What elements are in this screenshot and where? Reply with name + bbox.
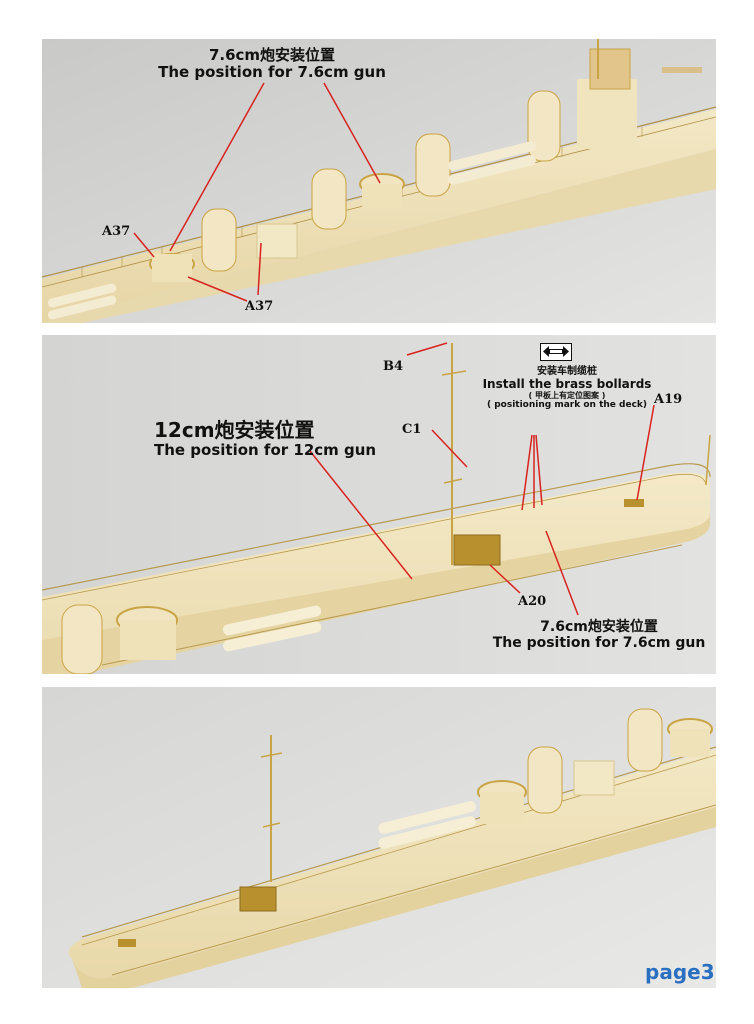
bollards-label-cn: 安装车制缆桩 xyxy=(537,366,597,377)
gun-76-label-en: The position for 7.6cm gun xyxy=(158,63,386,82)
gun-76-label-cn: 7.6cm炮安装位置 xyxy=(208,46,336,64)
bollards-note-en: ( positioning mark on the deck) xyxy=(486,400,648,411)
photo-panel-bottom xyxy=(42,687,716,988)
gun-12-label-en: The position for 12cm gun xyxy=(154,441,377,459)
bollards-note-cn: ( 甲板上有定位图案 ) xyxy=(528,391,606,401)
double-arrow-icon xyxy=(540,343,572,361)
bollards-label-en: Install the brass bollards xyxy=(482,376,652,391)
brass-bollards-label: 安装车制缆桩 Install the brass bollards ( 甲板上有… xyxy=(462,366,672,411)
gun-76-position-label: 7.6cm炮安装位置 The position for 7.6cm gun xyxy=(102,46,442,82)
part-ref-c1: C1 xyxy=(402,422,422,437)
part-ref-b4: B4 xyxy=(383,359,404,374)
gun-76-position-label-bow: 7.6cm炮安装位置 The position for 7.6cm gun xyxy=(482,619,716,651)
gun-76-bow-label-en: The position for 7.6cm gun xyxy=(492,635,706,652)
gun-12-label-cn: 12cm炮安装位置 xyxy=(154,418,315,442)
photo-panel-middle: 12cm炮安装位置 The position for 12cm gun 安装车制… xyxy=(42,335,716,674)
page-number-label: page3 xyxy=(645,960,715,984)
part-ref-a37-bottom: A37 xyxy=(245,299,274,314)
part-ref-a19: A19 xyxy=(654,392,683,407)
ship-model-photo-bottom xyxy=(42,687,716,988)
ship-model-photo-top xyxy=(42,39,716,323)
part-ref-a37-left: A37 xyxy=(102,224,131,239)
gun-76-bow-label-cn: 7.6cm炮安装位置 xyxy=(540,619,658,635)
gun-12-position-label: 12cm炮安装位置 The position for 12cm gun xyxy=(154,419,376,459)
part-ref-a20: A20 xyxy=(518,594,547,609)
ship-model-photo-middle xyxy=(42,335,716,674)
photo-panel-top: 7.6cm炮安装位置 The position for 7.6cm gun A3… xyxy=(42,39,716,323)
